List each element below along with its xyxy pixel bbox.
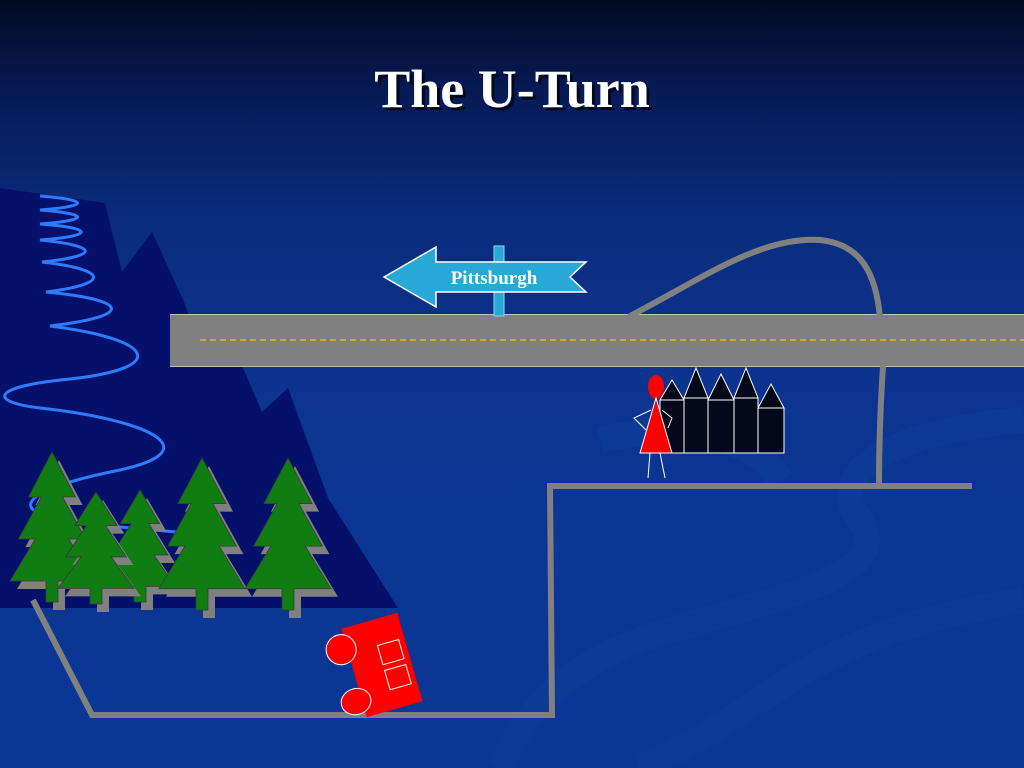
- sign-arrow: [382, 245, 588, 309]
- town-buildings: [659, 366, 785, 454]
- pine-tree: [57, 491, 135, 605]
- car: [325, 612, 423, 718]
- pine-trees: [9, 451, 338, 618]
- lower-path: [30, 483, 972, 718]
- pine-tree: [158, 457, 246, 611]
- slide-title: The U-Turn: [374, 59, 650, 119]
- sign-label: Pittsburgh: [451, 268, 538, 289]
- direction-sign: Pittsburgh: [382, 245, 588, 317]
- pine-tree: [244, 457, 332, 611]
- u-turn-ramp: [627, 236, 886, 489]
- background-swirl: [488, 407, 1024, 768]
- highway: [170, 314, 1024, 367]
- person-figure: [633, 375, 673, 479]
